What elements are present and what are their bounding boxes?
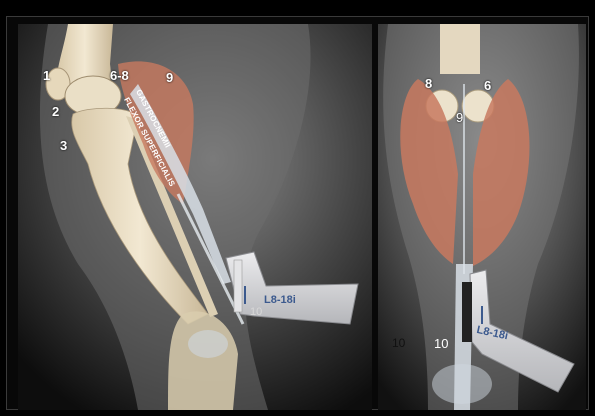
- label-1: 1: [43, 68, 50, 83]
- label-9: 9: [166, 70, 173, 85]
- lateral-view-panel: 1 2 3 6-8 9 GASTROCNEMII FLEXOR SUPERFIC…: [18, 24, 372, 410]
- label-8: 8: [425, 76, 432, 91]
- label-6-8: 6-8: [110, 68, 129, 83]
- label-10-dim: 10: [392, 336, 405, 350]
- label-6: 6: [484, 78, 491, 93]
- caudal-view-illustration: [378, 24, 586, 410]
- label-10: 10: [434, 336, 448, 351]
- caudal-view-panel: 8 6 9 L8-18i 10 10: [378, 24, 586, 410]
- label-9: 9: [456, 110, 463, 125]
- probe-model-label: L8-18i: [264, 294, 296, 306]
- label-2: 2: [52, 104, 59, 119]
- label-10: 10: [250, 306, 262, 318]
- label-3: 3: [60, 138, 67, 153]
- lateral-view-illustration: [18, 24, 372, 410]
